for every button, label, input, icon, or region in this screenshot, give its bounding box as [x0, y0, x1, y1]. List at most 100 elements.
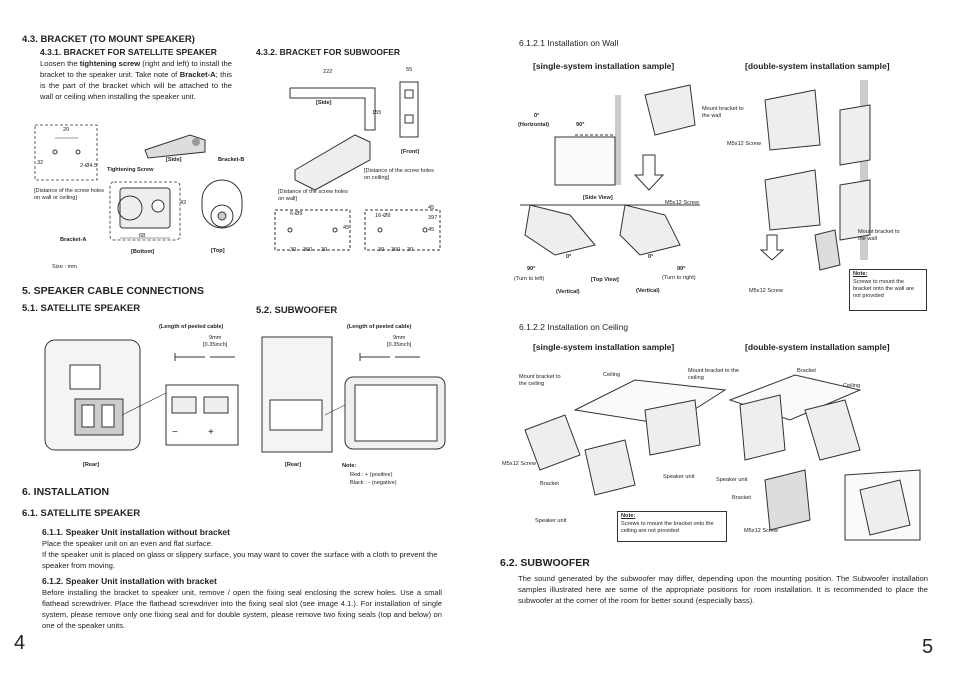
- mount-ceiling-label-1: Mount bracket to the ceiling: [519, 374, 561, 387]
- sat-side-label: [Side]: [166, 157, 182, 163]
- turn-right-label: (Turn to right): [662, 275, 696, 281]
- sat-tightening-screw: Tightening Screw: [107, 167, 154, 173]
- peel-mm-2: 9mm: [393, 335, 406, 341]
- sat-dim-68: 68: [139, 233, 146, 239]
- m5x12-label-d: M5x12 Screw: [502, 461, 536, 467]
- sat-bottom-label: [Bottom]: [131, 249, 155, 255]
- mount-wall-label: Mount bracket to the wall: [702, 106, 744, 119]
- peeled-cable-label-1: (Length of peeled cable): [159, 324, 224, 330]
- page-number-right: 5: [922, 636, 934, 658]
- ceiling-single-label: [single-system installation sample]: [533, 342, 675, 352]
- rear-label-2: [Rear]: [285, 462, 302, 468]
- sub-dim-55: 55: [406, 67, 413, 73]
- sat-bracket-b: Bracket-B: [218, 157, 245, 163]
- m5x12-label-c: M5x12 Screw: [749, 288, 783, 294]
- ceiling-label-1: Ceiling: [603, 372, 621, 378]
- sub-d397: 397: [428, 215, 438, 221]
- ceiling-note-box: Note: Screws to mount the bracket onto t…: [617, 511, 727, 542]
- section-5-title: 5. SPEAKER CABLE CONNECTIONS: [22, 285, 205, 297]
- m5x12-label-a: M5x12 Screw: [727, 141, 761, 147]
- m5x12-label-b: M5x12 Screw: [665, 200, 699, 206]
- satellite-bracket-figure: [34, 124, 243, 241]
- section-6-1-2-text: Before installing the bracket to speaker…: [42, 588, 442, 630]
- mount-wall-label-2: Mount bracket to the wall: [858, 229, 900, 242]
- sub-d30d: 30: [407, 247, 414, 253]
- horizontal-0-label: 0°: [534, 113, 540, 119]
- section-6-title: 6. INSTALLATION: [22, 486, 110, 498]
- section-6-1-1-title: 6.1.1. Speaker Unit installation without…: [42, 527, 230, 537]
- section-6-2-title: 6.2. SUBWOOFER: [500, 557, 590, 569]
- sat-dim-20: 20: [63, 127, 70, 133]
- sub-d45: 45: [343, 225, 350, 231]
- ceiling-double-label: [double-system installation sample]: [745, 342, 890, 352]
- bracket-label-3: Bracket: [732, 495, 751, 501]
- section-4-3-1-title: 4.3.1. BRACKET FOR SATELLITE SPEAKER: [40, 47, 217, 57]
- wall-double-label: [double-system installation sample]: [745, 61, 890, 71]
- horizontal-label: (Horizontal): [518, 122, 550, 128]
- wall-note-title: Note:: [853, 271, 868, 277]
- top-view-label: [Top View]: [591, 277, 619, 283]
- terminal-plus: +: [208, 427, 214, 438]
- section-4-3-1-text: Loosen the tightening screw (right and l…: [40, 59, 232, 101]
- cable-connection-figure: [44, 336, 446, 453]
- sub-distance-ceiling: [Distance of the screw holes on ceiling]: [364, 168, 434, 181]
- rear-label-1: [Rear]: [83, 462, 100, 468]
- section-6-2-text: The sound generated by the subwoofer may…: [518, 574, 928, 605]
- sat-top-label: [Top]: [211, 248, 225, 254]
- sub-d30a: 30: [290, 247, 297, 253]
- bracket-label-1: Bracket: [797, 368, 816, 374]
- wall-note-box: Note: Screws to mount the bracket onto t…: [849, 269, 927, 311]
- wire-note-red: Red : + (positive): [350, 472, 393, 478]
- m5x12-label-e: M5x12 Screw: [744, 528, 778, 534]
- section-6-1-1-text: Place the speaker unit on an even and fl…: [42, 539, 438, 570]
- sat-distance-note: [Distance of the screw holes on wall or …: [34, 188, 104, 201]
- speaker-unit-label-2: Speaker unit: [716, 477, 748, 483]
- section-6-1-title: 6.1. SATELLITE SPEAKER: [22, 508, 141, 519]
- wire-note-title: Note:: [342, 463, 357, 469]
- wall-single-label: [single-system installation sample]: [533, 61, 675, 71]
- section-5-2-title: 5.2. SUBWOOFER: [256, 305, 338, 316]
- sub-d30c: 30: [378, 247, 385, 253]
- section-6-1-2-title: 6.1.2. Speaker Unit installation with br…: [42, 576, 217, 586]
- vertical-0-a: 0°: [566, 254, 572, 260]
- sub-d360a: 360: [303, 247, 313, 253]
- ceiling-installation-figure: [524, 374, 921, 541]
- size-unit: Size : mm: [52, 264, 77, 270]
- sub-dim-222: 222: [323, 69, 333, 75]
- sub-front-label: [Front]: [401, 149, 420, 155]
- side-view-label: [Side View]: [583, 195, 613, 201]
- section-6-1-2-2-title: 6.1.2.2 Installation on Ceiling: [519, 322, 629, 332]
- deg90-left: 90°: [527, 266, 536, 272]
- sat-dim-42: 42: [180, 200, 187, 206]
- peel-mm-1: 9mm: [209, 335, 222, 341]
- sat-dim-holes: 2-Ø4.5: [80, 163, 98, 169]
- subwoofer-bracket-figure: [274, 81, 441, 251]
- sat-dim-32: 32: [37, 160, 44, 166]
- peel-inch-1: [0.35inch]: [203, 342, 228, 348]
- peeled-cable-label-2: (Length of peeled cable): [347, 324, 412, 330]
- speaker-unit-label-3: Speaker unit: [535, 518, 567, 524]
- section-6-1-2-1-title: 6.1.2.1 Installation on Wall: [519, 38, 619, 48]
- vertical-label-a: (Vertical): [556, 289, 580, 295]
- sub-holes-16: 16-Ø9: [375, 213, 391, 219]
- sub-d360b: 360: [391, 247, 401, 253]
- sub-holes-6: 6-Ø9: [290, 211, 303, 217]
- peel-inch-2: [0.35inch]: [387, 342, 412, 348]
- terminal-minus: −: [172, 427, 178, 438]
- angle-90-label: 90°: [576, 122, 585, 128]
- section-4-3-2-title: 4.3.2. BRACKET FOR SUBWOOFER: [256, 47, 401, 57]
- ceiling-label-2: Ceiling: [843, 383, 861, 389]
- sub-side-label: [Side]: [316, 100, 332, 106]
- sub-d45b: 45: [428, 205, 435, 211]
- wall-note-text: Screws to mount the bracket onto the wal…: [853, 279, 914, 299]
- ceiling-note-text: Screws to mount the bracket onto the cei…: [621, 521, 714, 534]
- mount-ceiling-label-2: Mount bracket to the ceiling: [688, 368, 739, 381]
- speaker-unit-label-1: Speaker unit: [663, 474, 695, 480]
- sub-dim-155: 155: [372, 110, 382, 116]
- bracket-label-2: Bracket: [540, 481, 559, 487]
- ceiling-note-title: Note:: [621, 513, 636, 519]
- sub-d45c: 45: [428, 227, 435, 233]
- section-4-3-title: 4.3. BRACKET (TO MOUNT SPEAKER): [22, 34, 195, 45]
- page-number-left: 4: [14, 632, 26, 654]
- vertical-0-b: 0°: [648, 254, 654, 260]
